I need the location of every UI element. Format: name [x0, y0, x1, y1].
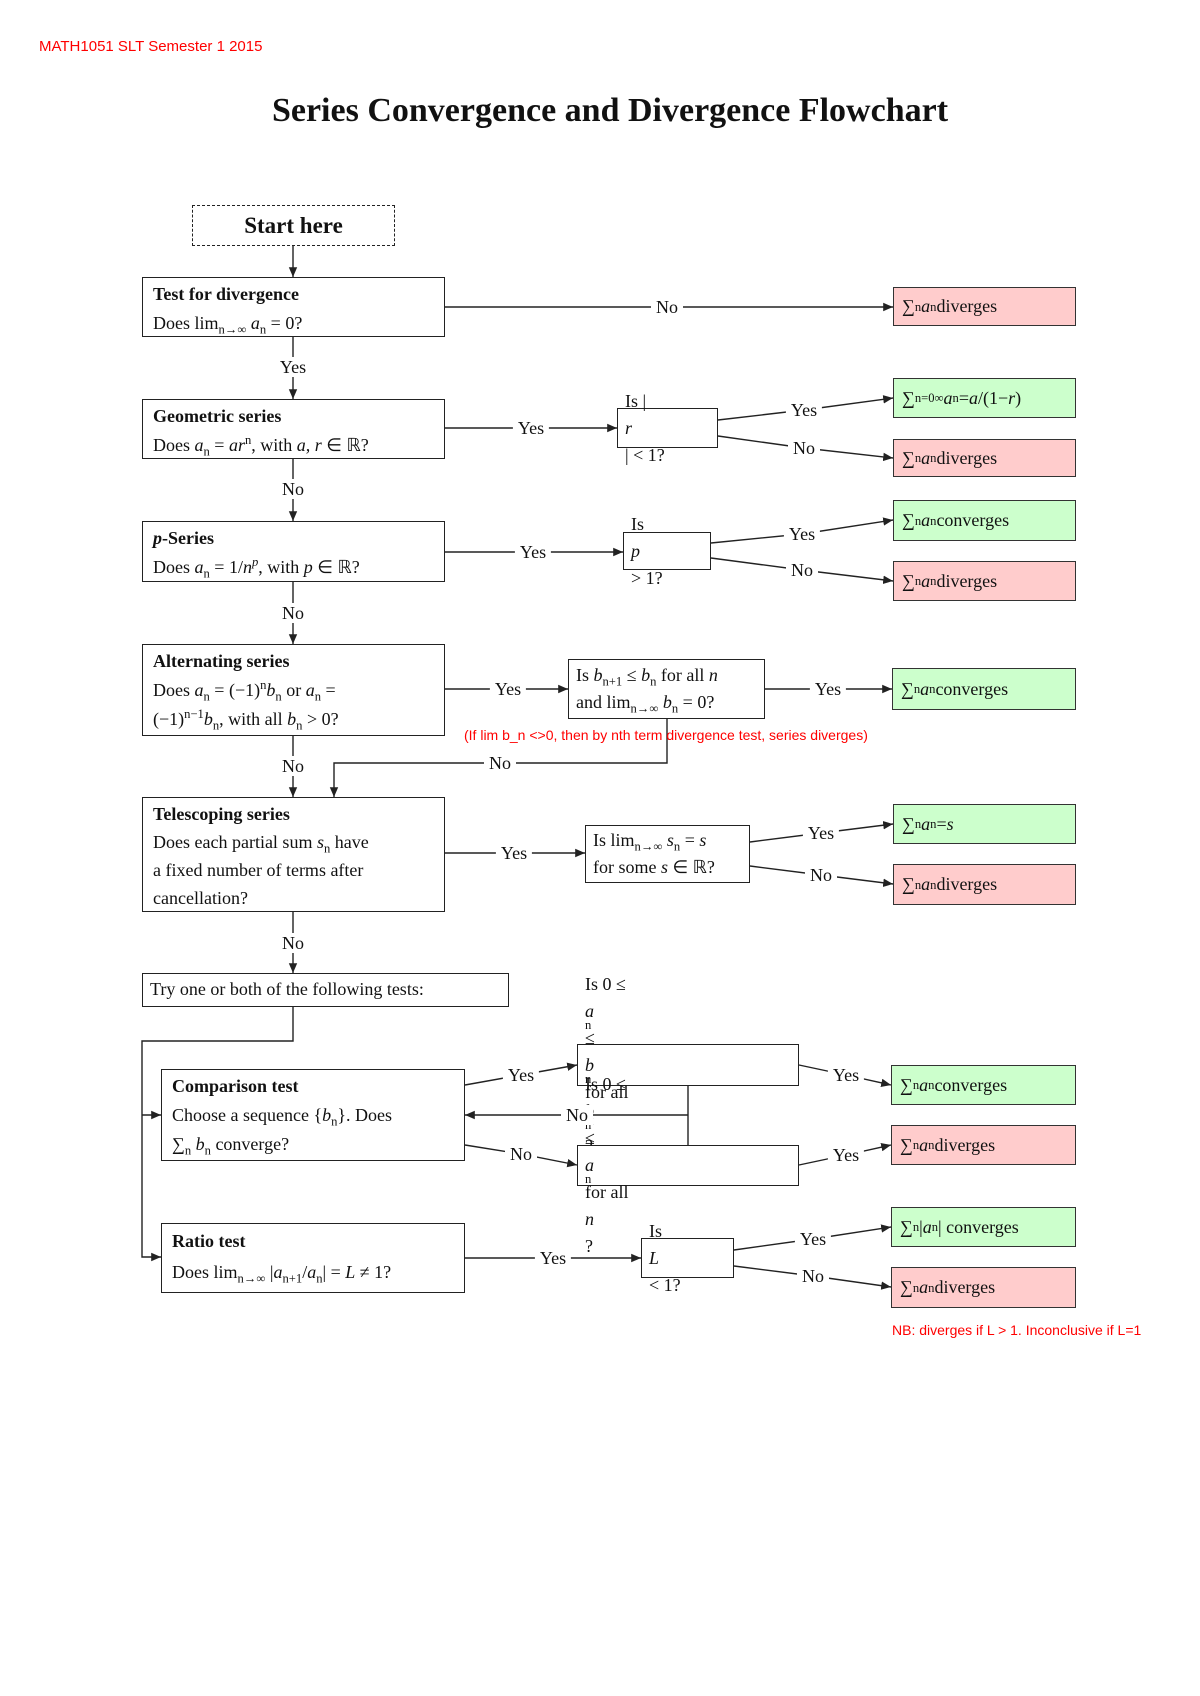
edge-label-yes: Yes: [534, 1248, 572, 1268]
box-text: Does an = 1/np, with p ∈ ℝ?: [153, 555, 360, 581]
edge-label-yes: Yes: [809, 679, 847, 699]
edge-label-yes: Yes: [512, 418, 550, 438]
box-heading: Telescoping series: [153, 804, 290, 824]
box-heading: Geometric series: [153, 406, 282, 426]
edge-label-no: No: [484, 753, 516, 773]
box-text: Does limn→∞ |an+1/an| = L ≠ 1?: [172, 1262, 392, 1286]
box-heading: Ratio test: [172, 1231, 246, 1251]
edge-label-yes: Yes: [489, 679, 527, 699]
question-text: Is limn→∞ sn = s: [593, 830, 707, 854]
comparison-test-box: Comparison test Choose a sequence {bn}. …: [161, 1069, 465, 1161]
ratio-test-box: Ratio test Does limn→∞ |an+1/an| = L ≠ 1…: [161, 1223, 465, 1293]
question-p: Is p > 1?: [623, 514, 711, 588]
edge-label-no: No: [805, 865, 837, 885]
edge-label-yes: Yes: [502, 1065, 540, 1085]
arrow-try-to-ratio: [141, 1007, 294, 1262]
box-text: Does an = arn, with a, r ∈ ℝ?: [153, 433, 369, 459]
box-text: a fixed number of terms after: [153, 860, 364, 880]
edge-label-no: No: [277, 756, 309, 776]
question-text: for some s ∈ ℝ?: [593, 857, 715, 877]
edge-label-no: No: [788, 438, 820, 458]
question-text: Is bn+1 ≤ bn for all n: [576, 665, 718, 689]
box-heading: Test for divergence: [153, 284, 299, 304]
p-series-box: p-Series Does an = 1/np, with p ∈ ℝ?: [142, 521, 445, 582]
edge-label-no: No: [561, 1105, 593, 1125]
page-title: Series Convergence and Divergence Flowch…: [271, 92, 949, 129]
start-box: Start here: [192, 205, 395, 246]
box-text: ∑n bn converge?: [172, 1134, 290, 1158]
ratio-note: NB: diverges if L > 1. Inconclusive if L…: [892, 1322, 1142, 1338]
edge-label-yes: Yes: [495, 843, 533, 863]
box-text: Choose a sequence {bn}. Does: [172, 1105, 393, 1129]
edge-label-no: No: [277, 603, 309, 623]
edge-label-yes: Yes: [827, 1065, 865, 1085]
edge-label-no: No: [797, 1266, 829, 1286]
edge-label-yes: Yes: [827, 1145, 865, 1165]
alternating-note: (If lim b_n <>0, then by nth term diverg…: [464, 727, 868, 743]
box-heading: Comparison test: [172, 1076, 299, 1096]
alternating-series-box: Alternating series Does an = (−1)nbn or …: [142, 644, 445, 736]
box-heading: Alternating series: [153, 651, 290, 671]
question-comparison-2: Is 0 ≤ bn ≤ an for all n?: [577, 1074, 799, 1256]
edge-label-yes: Yes: [785, 400, 823, 420]
telescoping-series-box: Telescoping series Does each partial sum…: [142, 797, 445, 912]
edge-label-no: No: [651, 297, 683, 317]
edge-label-yes: Yes: [794, 1229, 832, 1249]
edge-label-no: No: [786, 560, 818, 580]
edge-label-yes: Yes: [802, 823, 840, 843]
box-heading: p-Series: [153, 528, 214, 548]
box-text: (−1)n−1bn, with all bn > 0?: [153, 707, 339, 733]
try-tests-box: Try one or both of the following tests:: [142, 973, 509, 1007]
edge-label-no: No: [505, 1144, 537, 1164]
edge-label-no: No: [277, 933, 309, 953]
course-header: MATH1051 SLT Semester 1 2015: [39, 38, 263, 55]
question-text: and limn→∞ bn = 0?: [576, 692, 715, 716]
question-r: Is |r| < 1?: [617, 391, 718, 465]
geometric-series-box: Geometric series Does an = arn, with a, …: [142, 399, 445, 459]
edge-label-yes: Yes: [274, 357, 312, 377]
question-L: Is L < 1?: [641, 1221, 734, 1295]
box-text: Does each partial sum sn have: [153, 832, 369, 856]
edge-label-yes: Yes: [783, 524, 821, 544]
box-text: Does limn→∞ an = 0?: [153, 313, 303, 337]
box-text: cancellation?: [153, 888, 248, 908]
edge-label-yes: Yes: [514, 542, 552, 562]
box-text: Does an = (−1)nbn or an =: [153, 678, 336, 704]
question-alternating: Is bn+1 ≤ bn for all n and limn→∞ bn = 0…: [568, 659, 765, 719]
edge-label-no: No: [277, 479, 309, 499]
divergence-test-box: Test for divergence Does limn→∞ an = 0?: [142, 277, 445, 337]
question-telescoping: Is limn→∞ sn = s for some s ∈ ℝ?: [585, 825, 750, 883]
